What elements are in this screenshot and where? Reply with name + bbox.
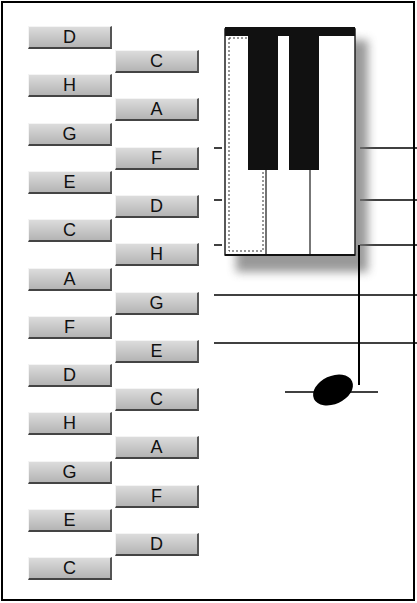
music-note — [285, 245, 378, 412]
note-name: D — [63, 365, 76, 385]
note-name: C — [150, 51, 163, 71]
note-button: A — [115, 98, 199, 121]
note-button: E — [115, 340, 199, 363]
note-button: D — [28, 364, 112, 387]
note-name: G — [149, 293, 163, 313]
note-name: F — [151, 486, 162, 506]
note-button: H — [28, 74, 112, 97]
note-button: C — [28, 219, 112, 242]
note-name: H — [63, 413, 76, 433]
note-button: D — [115, 195, 199, 218]
note-name: F — [151, 148, 162, 168]
frame — [2, 2, 414, 600]
note-name: H — [150, 244, 163, 264]
note-name: C — [150, 389, 163, 409]
note-name: C — [63, 558, 76, 578]
note-button: G — [28, 461, 112, 484]
note-button: F — [115, 147, 199, 170]
note-button: D — [115, 533, 199, 556]
note-name: E — [63, 172, 75, 192]
piano-keyboard — [225, 27, 355, 255]
note-button: E — [28, 509, 112, 532]
note-button: D — [28, 26, 112, 49]
note-button: F — [28, 316, 112, 339]
note-button: E — [28, 171, 112, 194]
note-button: H — [115, 243, 199, 266]
note-button: A — [115, 436, 199, 459]
note-name: C — [63, 220, 76, 240]
note-button: G — [115, 292, 199, 315]
note-name: D — [150, 196, 163, 216]
note-button: G — [28, 123, 112, 146]
note-button: A — [28, 268, 112, 291]
note-button: F — [115, 485, 199, 508]
note-name: H — [63, 75, 76, 95]
note-name: D — [63, 27, 76, 47]
note-button: H — [28, 412, 112, 435]
note-button: C — [115, 388, 199, 411]
note-name: A — [150, 437, 162, 457]
note-name: E — [63, 510, 75, 530]
note-name: F — [64, 317, 75, 337]
note-name: G — [62, 462, 76, 482]
note-name: A — [150, 99, 162, 119]
note-name: E — [150, 341, 162, 361]
note-button: C — [115, 50, 199, 73]
note-name: G — [62, 124, 76, 144]
note-name: D — [150, 534, 163, 554]
note-name: A — [63, 269, 75, 289]
note-button: C — [28, 557, 112, 580]
